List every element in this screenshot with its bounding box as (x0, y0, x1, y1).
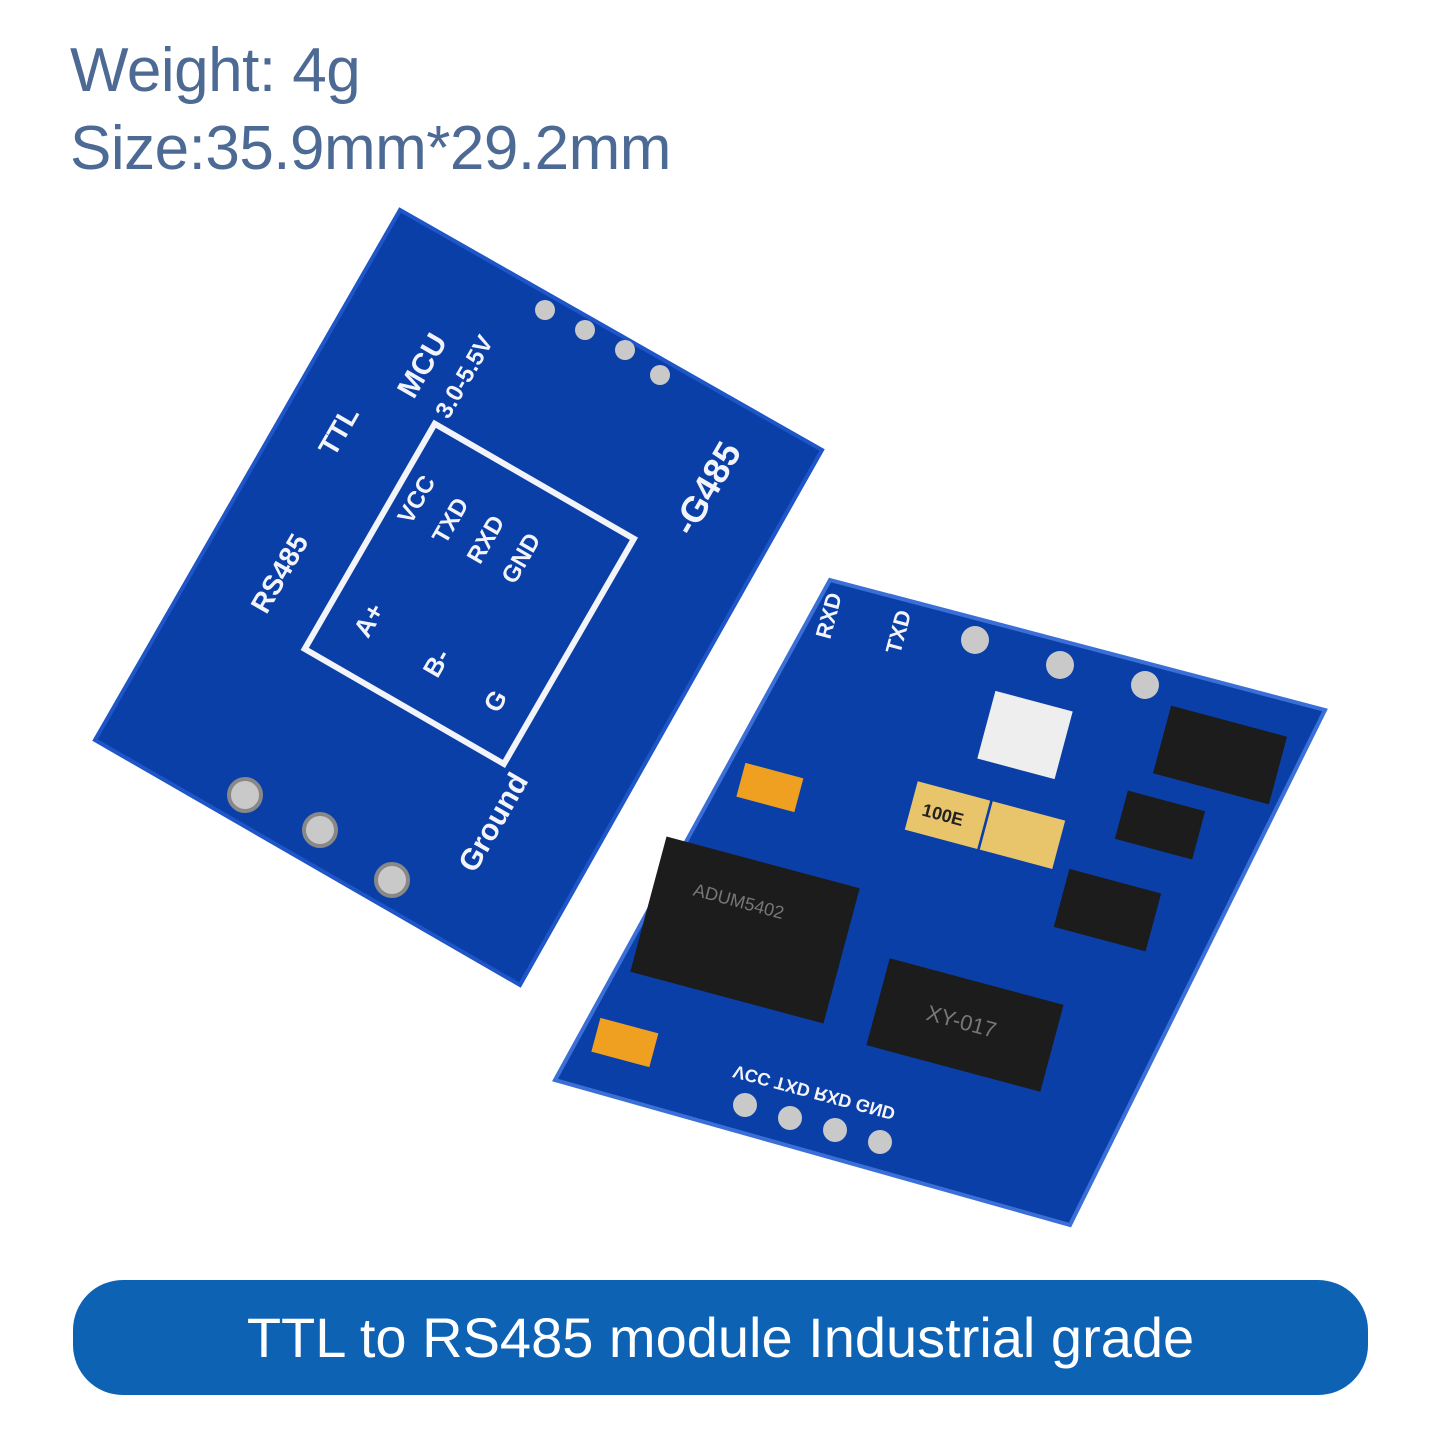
pcb-back-board: -G485 MCU TTL 3.0-5.5V VCC TXD RXD GND R… (92, 207, 825, 988)
product-title-banner: TTL to RS485 module Industrial grade (73, 1280, 1368, 1395)
size-spec: Size:35.9mm*29.2mm (70, 114, 671, 183)
weight-spec: Weight: 4g (70, 36, 361, 105)
pcb-front-board: ADUM5402 XY-017 100E RXD TXD VCC TXD RXD… (552, 577, 1328, 1228)
banner-text: TTL to RS485 module Industrial grade (246, 1306, 1195, 1369)
